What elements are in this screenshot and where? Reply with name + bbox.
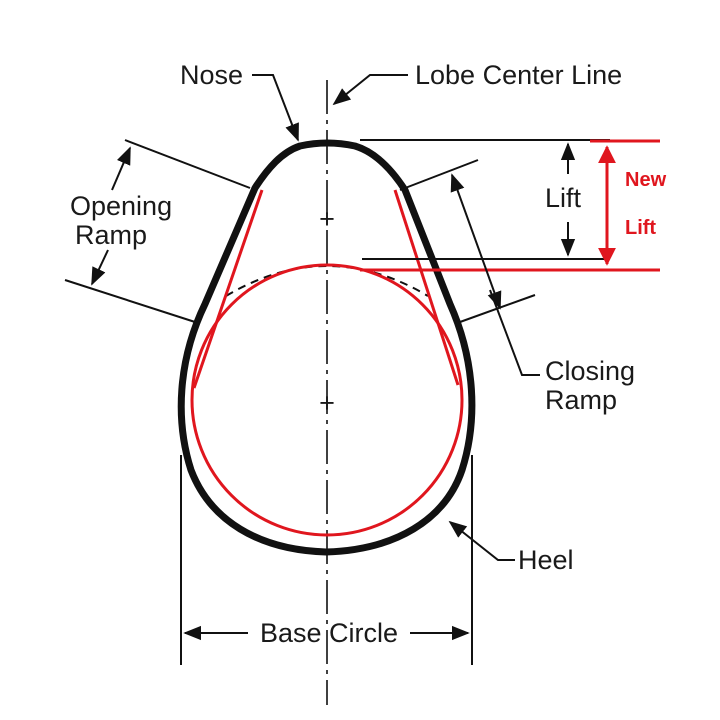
closing-ramp-label-line2: Ramp xyxy=(545,385,617,415)
center-mark-base: + xyxy=(319,388,335,418)
opening-ramp-label-line2: Ramp xyxy=(75,220,147,250)
new-lift-label-line1: New xyxy=(625,169,667,191)
heel-leader xyxy=(448,520,515,561)
new-lift-label-line2: Lift xyxy=(625,217,656,239)
nose-label: Nose xyxy=(180,60,243,90)
base-circle-label: Base Circle xyxy=(260,618,398,648)
heel-label: Heel xyxy=(518,545,574,575)
new-opening-ramp-line xyxy=(192,189,264,389)
base-circle-dashed-arc xyxy=(225,265,429,297)
closing-ramp-leader xyxy=(489,289,540,376)
opening-ramp-dim-lower xyxy=(91,249,109,286)
lobe-center-line-label: Lobe Center Line xyxy=(415,60,622,90)
lift-label: Lift xyxy=(545,183,582,213)
closing-ramp-dim xyxy=(450,173,502,310)
nose-leader xyxy=(252,74,299,142)
new-closing-ramp-line xyxy=(393,189,460,386)
cam-lobe-outline xyxy=(177,139,476,556)
opening-ramp-label-line1: Opening xyxy=(70,191,172,221)
opening-ramp-ext-bottom xyxy=(64,279,196,323)
closing-ramp-label-line1: Closing xyxy=(545,356,635,386)
new-base-circle xyxy=(190,263,464,537)
center-mark-upper: + xyxy=(319,204,335,234)
closing-ramp-ext-top xyxy=(399,159,479,191)
opening-ramp-ext-top xyxy=(124,139,251,189)
lobe-center-line-leader xyxy=(332,74,408,106)
opening-ramp-dim-upper xyxy=(111,146,131,191)
